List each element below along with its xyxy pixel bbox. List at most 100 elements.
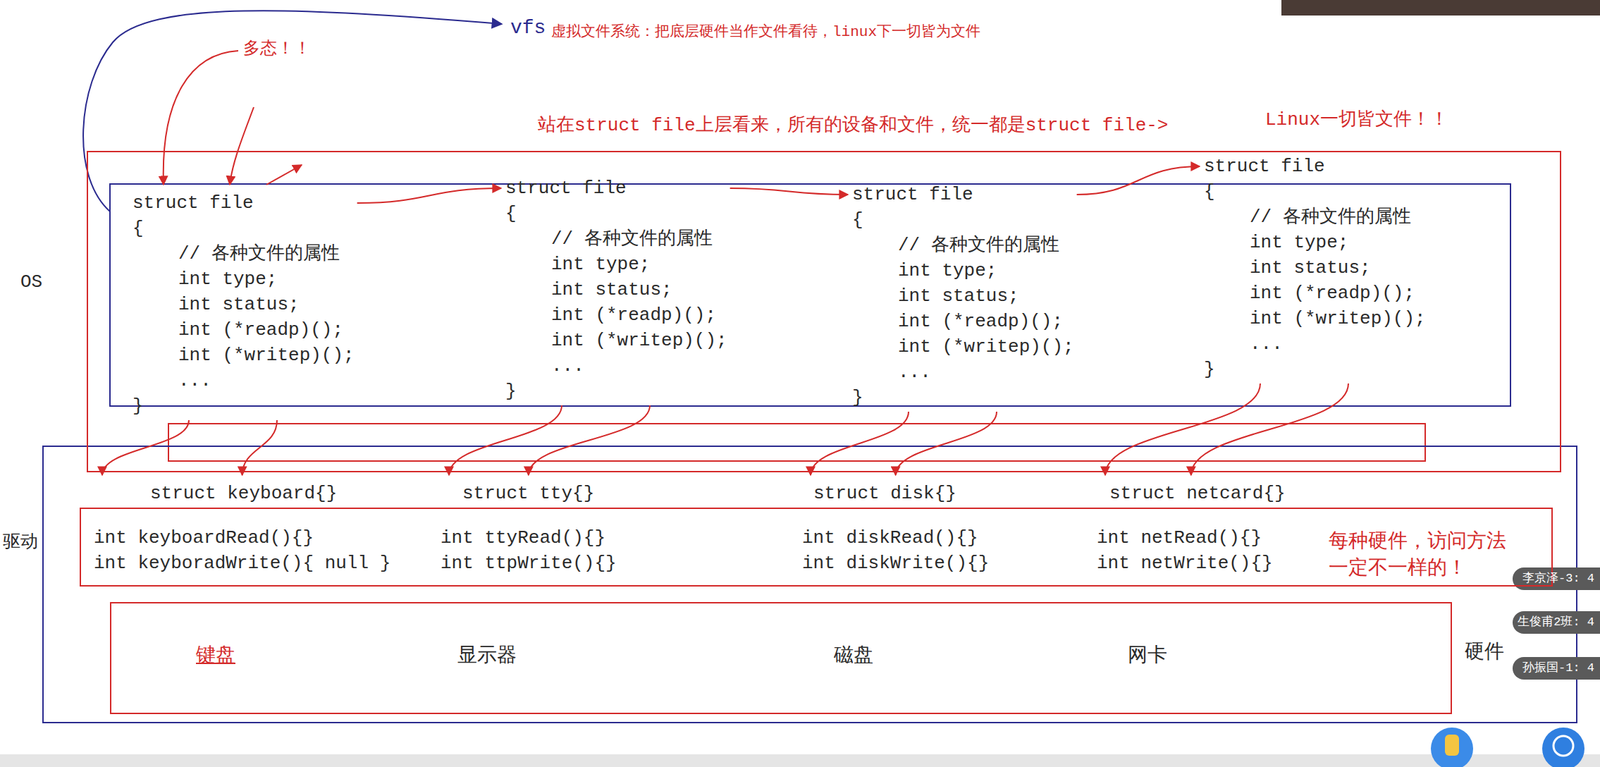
code-line: int type; [551, 251, 728, 278]
code-line: int (*writep)(); [897, 334, 1075, 360]
driver-struct: struct keyboard{} int keyboardRead(){}int… [93, 477, 391, 576]
chat-pill [1512, 567, 1600, 590]
title-text: vfs [510, 14, 546, 42]
call-arrow [528, 405, 650, 476]
code-line: { [1203, 179, 1426, 205]
note-text: 站在struct file上层看来，所有的设备和文件，统一都是struct fi… [537, 112, 1168, 139]
code-line: ... [178, 367, 355, 394]
annotation-arrow [229, 107, 254, 185]
code-line: ... [551, 353, 728, 379]
function-name: int netRead(){} [1096, 525, 1286, 551]
chat-icon [1542, 727, 1585, 767]
vfs-layer-box [109, 183, 1511, 406]
struct-header: struct netcard{} [1109, 480, 1286, 507]
code-line: { [505, 200, 728, 227]
empty-band [168, 423, 1426, 461]
call-arrow [810, 411, 909, 476]
annotation-arrow [266, 164, 302, 185]
code-line: } [505, 378, 728, 404]
code-line: ... [1249, 331, 1426, 357]
code-line: // 各种文件的属性 [178, 241, 355, 267]
hardware-name: 网卡 [1127, 642, 1168, 670]
function-name: int diskRead(){} [802, 525, 989, 551]
file-struct: struct file{// 各种文件的属性int type;int statu… [852, 181, 1075, 411]
hardware-name: 磁盘 [833, 642, 874, 670]
code-line: int type; [1249, 229, 1426, 256]
code-line: int status; [551, 277, 728, 303]
vfs-pointer [83, 10, 502, 212]
struct-header: struct disk{} [813, 480, 989, 507]
call-arrow [448, 405, 562, 476]
code-line: // 各种文件的属性 [551, 226, 728, 252]
note-text: Linux一切皆文件！！ [1265, 107, 1449, 133]
struct-header: struct file [132, 190, 355, 216]
note-text: 每种硬件，访问方法 一定不一样的！ [1328, 528, 1515, 583]
call-arrow [1077, 166, 1200, 195]
code-line: ... [897, 359, 1075, 385]
file-struct: struct file{// 各种文件的属性int type;int statu… [132, 190, 355, 419]
chat-icon [1553, 735, 1574, 756]
code-line: } [1203, 356, 1426, 383]
call-arrow [102, 420, 189, 476]
note-text: 多态！！ [243, 37, 311, 62]
call-arrow [357, 188, 502, 203]
function-name: int netWrite(){} [1096, 550, 1286, 576]
function-name: int ttyRead(){} [440, 525, 617, 551]
chat-message: 生俊甫2班: 4 [1517, 613, 1595, 631]
code-line: // 各种文件的属性 [1249, 204, 1426, 230]
code-line: int (*writep)(); [1249, 305, 1426, 332]
note-text: 虚拟文件系统：把底层硬件当作文件看待，linux下一切皆为文件 [551, 21, 981, 43]
code-line: } [132, 393, 355, 419]
hand-icon [1430, 727, 1474, 767]
code-line: int (*readp)(); [1249, 280, 1426, 306]
code-line: // 各种文件的属性 [897, 232, 1075, 258]
driver-struct: struct netcard{} int netRead(){}int netWr… [1096, 477, 1286, 576]
driver-struct: struct disk{} int diskRead(){}int diskWri… [802, 477, 989, 576]
code-line: int (*readp)(); [551, 302, 728, 328]
code-line: int (*readp)(); [897, 308, 1075, 335]
call-arrow [242, 420, 278, 476]
code-line: int type; [178, 266, 355, 292]
function-name: int keyboardRead(){} [93, 525, 391, 551]
scrollbar [0, 754, 1600, 767]
code-line: { [852, 207, 1075, 233]
struct-header: struct file [505, 175, 728, 201]
file-struct: struct file{// 各种文件的属性int type;int statu… [1203, 153, 1426, 383]
struct-header: struct file [1203, 153, 1426, 180]
os-region: OSstruct file{// 各种文件的属性int type;int sta… [86, 150, 1562, 473]
chat-message: 李京泽-3: 4 [1522, 570, 1595, 588]
layer-label: 驱动 [2, 530, 39, 555]
call-arrow [895, 411, 997, 476]
struct-header: struct keyboard{} [150, 480, 391, 507]
code-line: } [852, 384, 1075, 411]
file-struct: struct file{// 各种文件的属性int type;int statu… [505, 175, 728, 404]
function-name: int ttpWrite(){} [440, 550, 617, 576]
function-name: int diskWrite(){} [802, 550, 989, 576]
code-line: int (*readp)(); [178, 317, 355, 343]
layer-label: OS [20, 269, 43, 295]
chat-pill [1512, 656, 1600, 680]
chat-message: 孙振国-1: 4 [1522, 659, 1595, 677]
hand-icon [1444, 734, 1460, 756]
webcam-strip [1281, 0, 1600, 16]
hardware-region: 键盘显示器磁盘网卡硬件 [109, 601, 1452, 715]
code-line: int type; [897, 257, 1075, 284]
call-arrow [1191, 383, 1349, 476]
struct-header: struct tty{} [462, 480, 617, 507]
layer-label: 硬件 [1464, 639, 1505, 667]
function-name: int keyboradWrite(){ null } [93, 550, 391, 576]
code-line: int status; [178, 291, 355, 318]
device-layer-box [42, 446, 1577, 723]
struct-header: struct file [852, 181, 1075, 208]
code-line: int (*writep)(); [551, 327, 728, 354]
code-line: { [132, 215, 355, 242]
code-line: int (*writep)(); [178, 342, 355, 368]
code-line: int status; [897, 283, 1075, 309]
annotation-arrow [163, 50, 239, 185]
call-arrow [730, 188, 848, 195]
driver-struct: struct tty{} int ttyRead(){}int ttpWrite(… [440, 477, 617, 576]
code-line: int status; [1249, 255, 1426, 281]
call-arrow [1105, 383, 1261, 476]
chat-pill [1512, 611, 1600, 634]
